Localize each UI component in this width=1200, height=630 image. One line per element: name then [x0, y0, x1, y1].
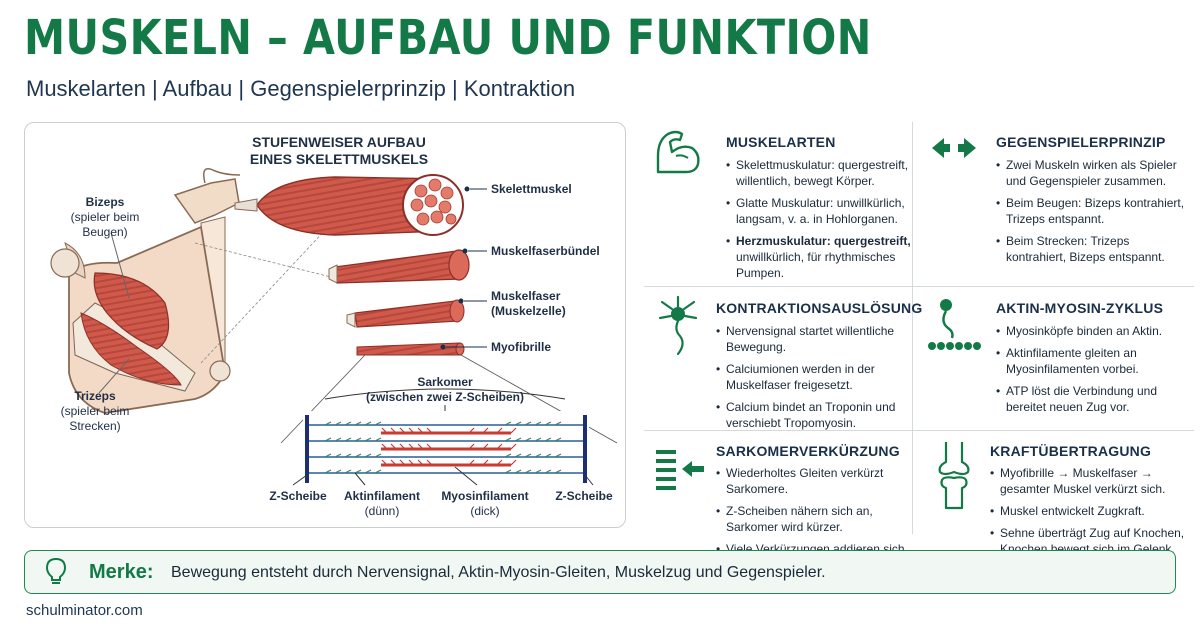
list-item: Skelettmuskulatur: quergestreift,willent…: [726, 157, 911, 189]
card-sarkomer-list: Wiederholtes Gleiten verkürztSarkomere. …: [716, 465, 908, 563]
page-title: MUSKELN – AUFBAU UND FUNKTION: [24, 10, 872, 66]
z-scheibe-right-label: Z-Scheibe: [555, 489, 613, 503]
sarkomer-label: Sarkomer (zwischen zwei Z-Scheiben): [365, 375, 525, 404]
aktinfilament-label: Aktinfilament (dünn): [343, 489, 420, 518]
card-aktin-myosin-title: AKTIN-MYOSIN-ZYKLUS: [996, 300, 1164, 316]
z-scheibe-left-label: Z-Scheibe: [269, 489, 327, 503]
bizeps-label: Bizeps (spieler beim Beugen): [70, 195, 140, 239]
muscle-fiber-illustration: [346, 298, 487, 328]
muskelfaser-label: Muskelfaser (Muskelzelle): [491, 289, 566, 318]
list-item: Calcium bindet an Troponin undverschiebt…: [716, 399, 895, 431]
card-kraft-title: KRAFTÜBERTRAGUNG: [990, 443, 1152, 459]
list-item: Nervensignal startet willentlicheBewegun…: [716, 323, 895, 355]
neuron-icon: [658, 295, 698, 356]
skelettmuskel-label: Skelettmuskel: [491, 182, 572, 196]
merke-box: Merke: Bewegung entsteht durch Nervensig…: [24, 550, 1176, 594]
card-kontraktion-list: Nervensignal startet willentlicheBewegun…: [716, 323, 895, 437]
diagram-heading: STUFENWEISER AUFBAU EINES SKELETTMUSKELS: [249, 134, 429, 167]
page-subtitle: Muskelarten | Aufbau | Gegenspielerprinz…: [26, 76, 576, 101]
muscle-diagram-illustration: [50, 168, 618, 489]
trizeps-label: Trizeps (spieler beim Strecken): [60, 389, 130, 433]
list-item: Herzmuskulatur: quergestreift,unwillkürl…: [726, 233, 911, 281]
list-item: Myosinköpfe binden an Aktin.: [996, 323, 1162, 339]
grid-horizontal-divider-2: [644, 430, 1194, 431]
card-aktin-myosin-list: Myosinköpfe binden an Aktin. Aktinfilame…: [996, 323, 1162, 421]
grid-vertical-divider: [912, 122, 913, 534]
list-item: Muskel entwickelt Zugkraft.: [990, 503, 1184, 519]
card-muskelarten-title: MUSKELARTEN: [726, 134, 836, 150]
muskelfaserbuendel-label: Muskelfaserbündel: [491, 244, 600, 258]
list-item: Myofibrille → Muskelfaser →gesamter Musk…: [990, 465, 1184, 497]
myofibrille-label: Myofibrille: [491, 340, 552, 354]
grid-horizontal-divider-1: [644, 286, 1194, 287]
muscle-structure-panel: STUFENWEISER AUFBAU EINES SKELETTMUSKELS…: [24, 122, 626, 528]
arm-illustration: [50, 168, 241, 414]
merke-text: Bewegung entsteht durch Nervensignal, Ak…: [171, 564, 826, 581]
knee-joint-icon: [938, 442, 970, 510]
list-item: Glatte Muskulatur: unwillkürlich,langsam…: [726, 195, 911, 227]
muscle-fiber-bundle-illustration: [328, 248, 487, 284]
list-item: Aktinfilamente gleiten anMyosinfilamente…: [996, 345, 1162, 377]
myosinfilament-label: Myosinfilament (dick): [441, 489, 529, 518]
card-kraft-list: Myofibrille → Muskelfaser →gesamter Musk…: [990, 465, 1184, 563]
myofibril-illustration: [356, 342, 487, 356]
sarcomere-shortening-icon: [656, 450, 704, 490]
sarcomere-illustration: [303, 411, 589, 489]
actin-myosin-icon: [928, 299, 981, 350]
lightbulb-icon: [45, 557, 67, 584]
card-gegenspieler-title: GEGENSPIELERPRINZIP: [996, 134, 1166, 150]
card-kontraktion-title: KONTRAKTIONSAUSLÖSUNG: [716, 300, 923, 316]
card-sarkomer-title: SARKOMERVERKÜRZUNG: [716, 443, 900, 459]
card-muskelarten-list: Skelettmuskulatur: quergestreift,willent…: [726, 157, 911, 287]
skeletal-muscle-illustration: [234, 174, 487, 236]
merke-label: Merke:: [89, 561, 154, 583]
footer-site: schulminator.com: [26, 602, 143, 619]
list-item: Z-Scheiben nähern sich an,Sarkomer wird …: [716, 503, 908, 535]
flexed-arm-icon: [656, 130, 700, 174]
double-arrow-icon: [932, 138, 976, 158]
list-item: Beim Beugen: Bizeps kontrahiert,Trizeps …: [996, 195, 1184, 227]
